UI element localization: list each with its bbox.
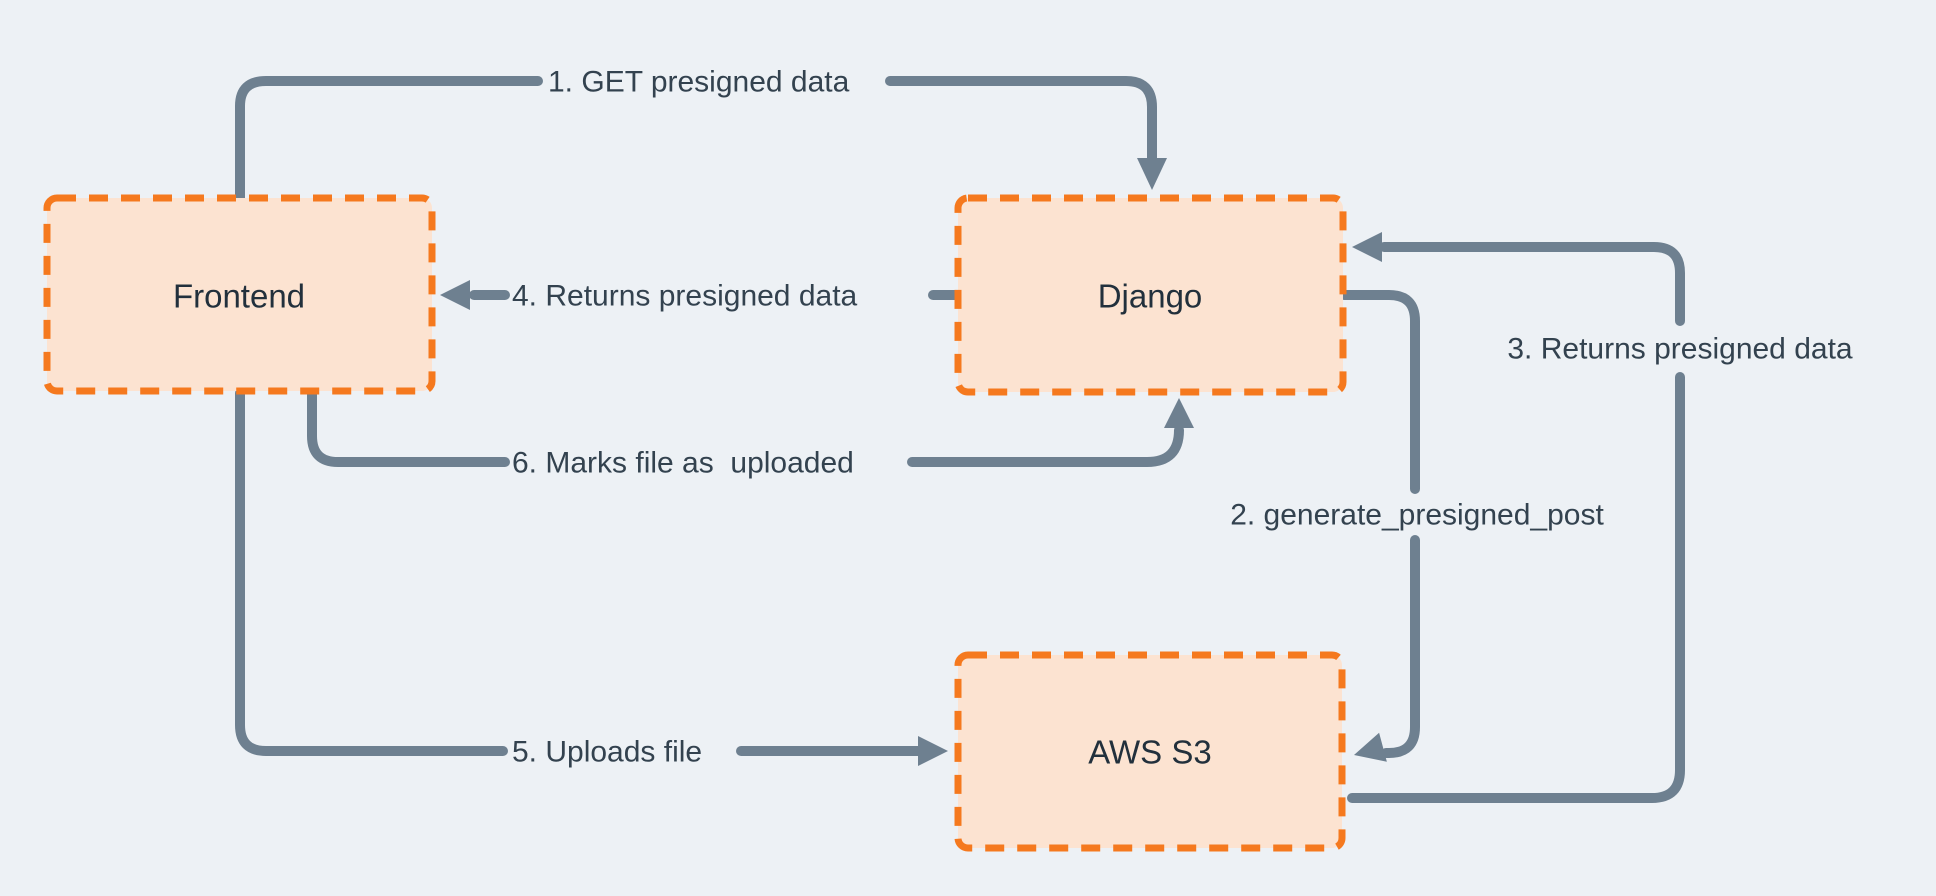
flow-3-label: 3. Returns presigned data <box>1507 333 1853 366</box>
node-django-box <box>954 194 1347 396</box>
flow-labels: 1. GET presigned data 2. generate_presig… <box>512 66 1853 769</box>
node-django-label: Django <box>1098 278 1203 315</box>
flow-3-arrowhead-left <box>1352 232 1382 262</box>
flow-2-arrowhead-left <box>1354 732 1387 762</box>
flow-5-label: 5. Uploads file <box>512 736 702 769</box>
flow-4-label: 4. Returns presigned data <box>512 280 858 313</box>
node-aws-s3-box <box>954 651 1346 852</box>
flow-1-line-left <box>235 76 543 203</box>
flow-4-arrowhead-left <box>440 280 470 310</box>
arrows <box>235 76 1685 803</box>
flow-6-line-right <box>907 425 1184 467</box>
flow-2-label: 2. generate_presigned_post <box>1230 499 1604 532</box>
flow-5-arrowhead-right <box>918 736 948 766</box>
flow-6-line-left <box>307 388 510 467</box>
flow-3-line-top <box>1379 242 1685 326</box>
flow-6-arrowhead-up <box>1164 398 1194 428</box>
flow-2-line-bottom <box>1381 535 1420 758</box>
flow-1-arrowhead-down <box>1137 158 1167 190</box>
flow-5-line-left <box>235 388 508 756</box>
node-aws-s3: AWS S3 <box>954 651 1346 852</box>
flow-2-line-top <box>1339 290 1420 494</box>
node-django: Django <box>954 194 1347 396</box>
node-aws-s3-label: AWS S3 <box>1088 734 1211 771</box>
node-frontend: Frontend <box>43 194 436 395</box>
flow-1-line-right <box>885 76 1157 165</box>
flow-1-label: 1. GET presigned data <box>548 66 850 99</box>
nodes: Frontend Django AWS S3 <box>43 194 1347 852</box>
flow-6-label: 6. Marks file as uploaded <box>512 447 854 480</box>
node-frontend-label: Frontend <box>173 278 305 315</box>
node-frontend-box <box>43 194 436 395</box>
flow-3-line-bottom <box>1347 372 1685 803</box>
